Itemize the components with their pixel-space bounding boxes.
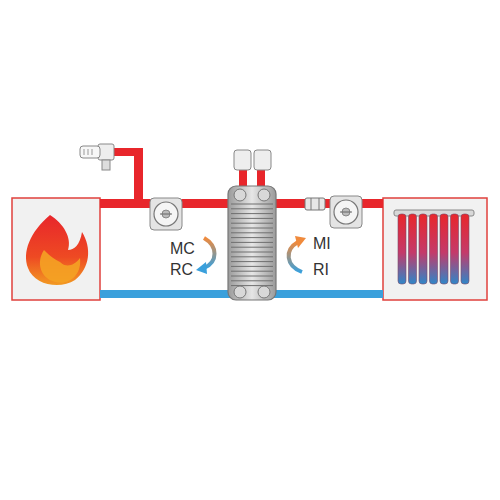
flame-icon bbox=[26, 215, 88, 285]
boiler-box bbox=[12, 198, 100, 300]
flow-pipe-branch bbox=[112, 148, 143, 156]
flame-inner bbox=[40, 250, 80, 283]
flow-pipe-riser bbox=[134, 148, 143, 203]
pump-symbol bbox=[150, 198, 182, 230]
valve-symbol bbox=[80, 144, 114, 170]
circulation-arrow bbox=[196, 238, 215, 274]
port-label: RC bbox=[170, 262, 193, 278]
port-label: MC bbox=[170, 241, 195, 257]
heat-exchanger bbox=[228, 150, 276, 300]
port-label: MI bbox=[313, 236, 331, 252]
pump-symbol bbox=[330, 196, 362, 228]
check-valve bbox=[305, 198, 325, 210]
circulation-arrow bbox=[289, 236, 306, 272]
radiator-icon bbox=[394, 210, 474, 284]
radiator-box bbox=[383, 198, 487, 300]
port-label: RI bbox=[313, 262, 329, 278]
